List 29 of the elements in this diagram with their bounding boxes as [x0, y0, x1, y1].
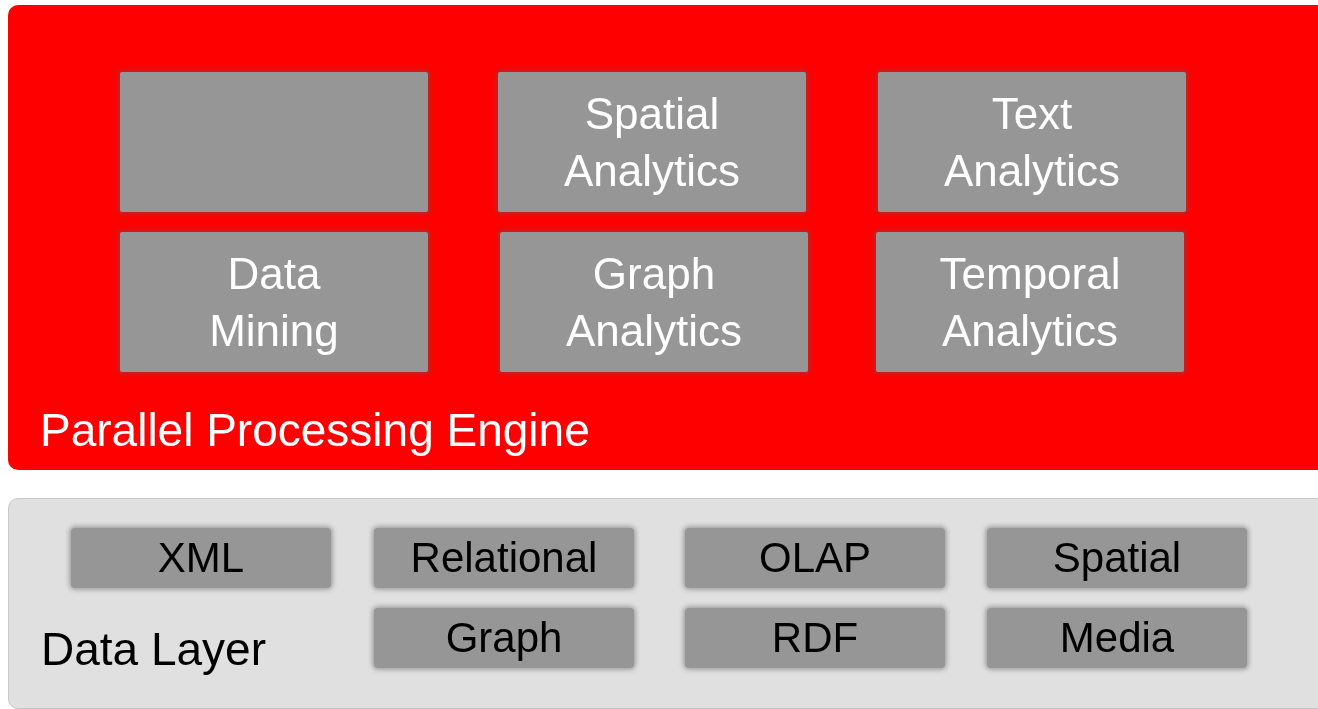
box-label: Graph Analytics: [564, 248, 744, 357]
box-label: RDF: [770, 614, 860, 662]
box-label: Spatial Analytics: [562, 88, 742, 197]
analytics-box: [500, 232, 808, 372]
engine-panel: [8, 5, 1318, 470]
box-label: Graph: [444, 614, 564, 662]
data-type-box: [987, 528, 1247, 588]
data-type-box: [987, 608, 1247, 668]
data-type-box: [685, 528, 945, 588]
panel-title: Data Layer: [41, 622, 266, 676]
analytics-box: [498, 72, 806, 212]
box-label: XML: [156, 534, 246, 582]
data-type-box: [71, 528, 331, 588]
box-label: Relational: [409, 534, 599, 582]
box-label: Media: [1058, 614, 1176, 662]
analytics-box: [876, 232, 1184, 372]
data-type-box: [374, 528, 634, 588]
box-label: Data Mining: [208, 248, 340, 357]
analytics-box: [120, 232, 428, 372]
box-label: Text Analytics: [942, 88, 1122, 197]
box-label: Temporal Analytics: [938, 248, 1122, 357]
analytics-box: [120, 72, 428, 212]
panel-title: Parallel Processing Engine: [40, 403, 590, 457]
data-layer-panel: [8, 498, 1318, 709]
analytics-box: [878, 72, 1186, 212]
box-label: Spatial: [1051, 534, 1183, 582]
data-type-box: [685, 608, 945, 668]
box-label: OLAP: [757, 534, 873, 582]
data-type-box: [374, 608, 634, 668]
